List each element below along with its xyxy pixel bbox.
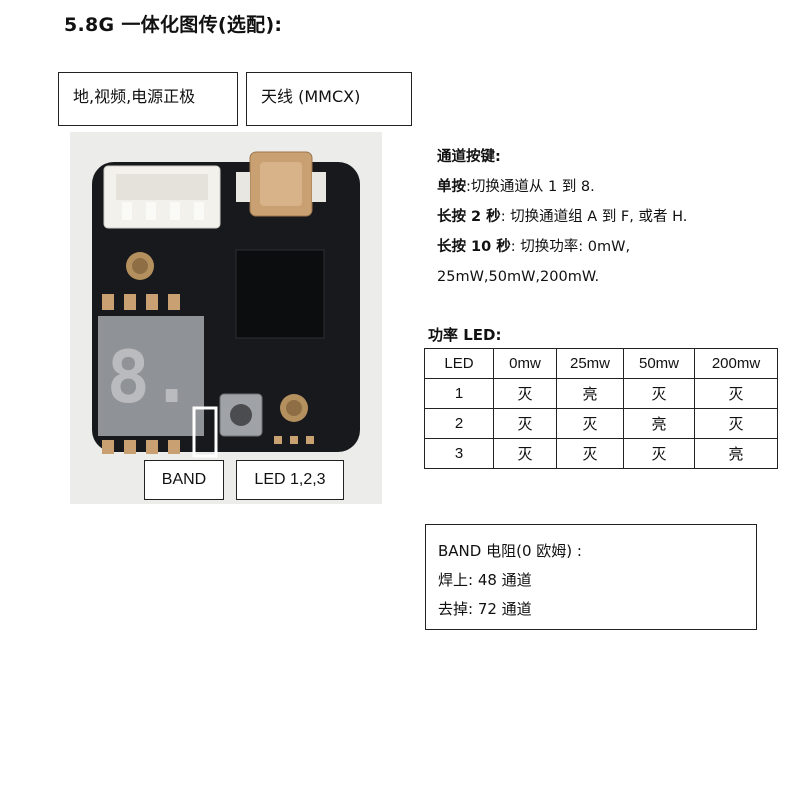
table-row: 1 灭 亮 灭 灭 [424, 378, 778, 409]
table-cell: 2 [424, 408, 494, 439]
table-cell: 亮 [623, 408, 695, 439]
segment-digit: 8. [107, 335, 194, 419]
band-note-line: 焊上: 48 通道 [438, 571, 532, 589]
led-2 [290, 436, 298, 444]
table-cell: 灭 [623, 378, 695, 409]
instruction-line: 单按:切换通道从 1 到 8. [437, 172, 787, 202]
button-instructions: 通道按键: 单按:切换通道从 1 到 8. 长按 2 秒: 切换通道组 A 到 … [437, 142, 787, 292]
instruction-text: :切换通道从 1 到 8. [466, 179, 595, 195]
table-cell: 灭 [694, 378, 778, 409]
power-pinout-text: 地,视频,电源正极 [73, 87, 196, 106]
pcb-photo: 8. [70, 132, 382, 504]
table-header-row: LED 0mw 25mw 50mw 200mw [424, 348, 778, 379]
instructions-heading: 通道按键: [437, 149, 501, 165]
instruction-line: 25mW,50mW,200mW. [437, 262, 787, 292]
instruction-label: 单按 [437, 179, 466, 195]
table-cell: 灭 [556, 408, 624, 439]
table-cell: 亮 [556, 378, 624, 409]
table-cell: 灭 [493, 378, 557, 409]
table-row: 3 灭 灭 灭 亮 [424, 438, 778, 469]
table-header-cell: 25mw [556, 348, 624, 379]
band-resistor-marker [192, 406, 218, 458]
table-cell: 灭 [694, 408, 778, 439]
band-note-line: 去掉: 72 通道 [438, 600, 532, 618]
table-header-cell: 50mw [623, 348, 695, 379]
power-led-table: LED 0mw 25mw 50mw 200mw 1 灭 亮 灭 灭 2 灭 灭 … [424, 348, 778, 469]
antenna-text: 天线 (MMCX) [261, 87, 361, 106]
table-row: 2 灭 灭 亮 灭 [424, 408, 778, 439]
pcb-illustration: 8. [92, 151, 360, 458]
page-title: 5.8G 一体化图传(选配): [64, 14, 283, 36]
led-callout-text: LED 1,2,3 [254, 471, 326, 488]
band-callout: BAND [144, 460, 224, 500]
jst-connector-slot [116, 174, 208, 200]
instruction-line: 长按 10 秒: 切换功率: 0mW, [437, 232, 787, 262]
table-header-cell: 0mw [493, 348, 557, 379]
band-callout-text: BAND [161, 471, 207, 488]
antenna-callout: 天线 (MMCX) [246, 72, 412, 126]
band-resistor-note: BAND 电阻(0 欧姆) : 焊上: 48 通道 去掉: 72 通道 [425, 524, 757, 630]
instruction-text: : 切换功率: 0mW, [510, 239, 631, 255]
instruction-label: 长按 2 秒 [437, 209, 501, 225]
table-header-cell: 200mw [694, 348, 778, 379]
led-3 [306, 436, 314, 444]
table-cell: 灭 [623, 438, 695, 469]
table-cell: 灭 [493, 408, 557, 439]
led-1 [274, 436, 282, 444]
rf-chip [235, 249, 325, 339]
table-header-cell: LED [424, 348, 494, 379]
band-note-line: BAND 电阻(0 欧姆) : [438, 542, 582, 560]
power-table-title: 功率 LED: [428, 326, 502, 344]
table-cell: 灭 [556, 438, 624, 469]
table-cell: 亮 [694, 438, 778, 469]
table-cell: 灭 [493, 438, 557, 469]
instruction-line: 长按 2 秒: 切换通道组 A 到 F, 或者 H. [437, 202, 787, 232]
table-cell: 1 [424, 378, 494, 409]
table-cell: 3 [424, 438, 494, 469]
instruction-label: 长按 10 秒 [437, 239, 511, 255]
led-callout: LED 1,2,3 [236, 460, 344, 500]
power-pinout-callout: 地,视频,电源正极 [58, 72, 238, 126]
seven-segment-display [98, 316, 204, 436]
instruction-text: : 切换通道组 A 到 F, 或者 H. [500, 209, 688, 225]
instruction-text: 25mW,50mW,200mW. [437, 269, 600, 285]
